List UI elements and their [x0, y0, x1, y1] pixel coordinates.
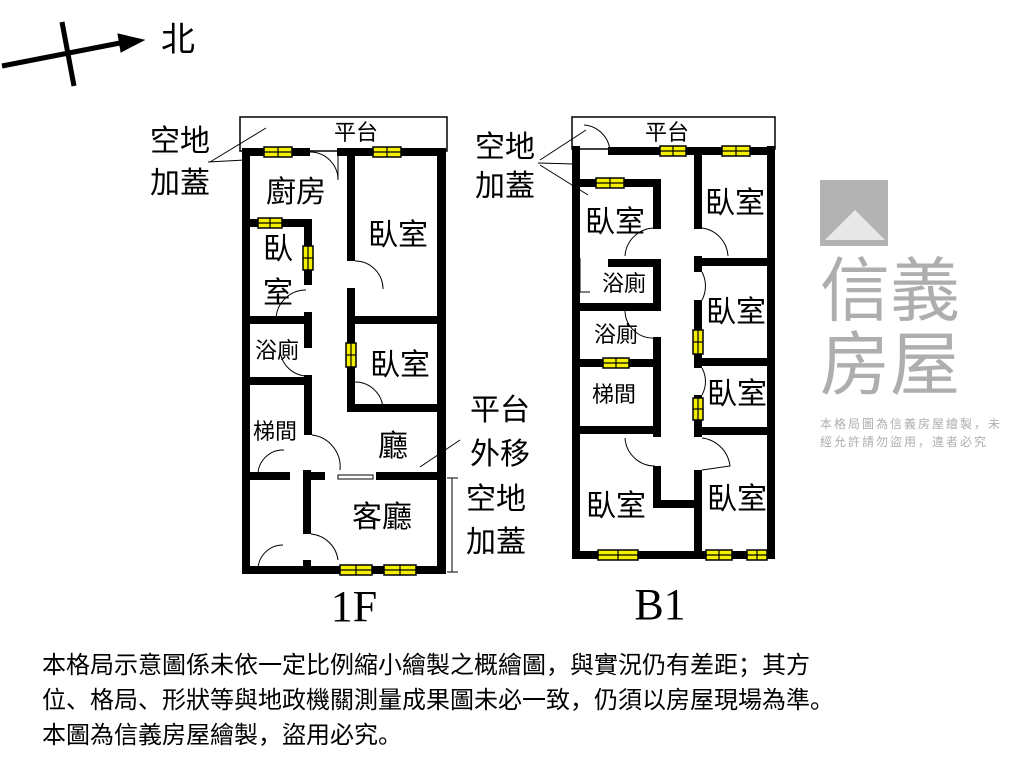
- room-label: 平台: [333, 121, 379, 146]
- window-icon: [746, 549, 768, 561]
- window-icon: [383, 564, 417, 576]
- room-label: 室: [263, 276, 293, 311]
- room-label: 客廳: [352, 500, 412, 535]
- room-label: 梯間: [252, 420, 298, 445]
- watermark-brand: 信義房屋: [820, 250, 960, 406]
- room-label: 空地: [475, 130, 535, 165]
- north-label: 北: [161, 20, 195, 60]
- room-label: 臥室: [370, 348, 430, 383]
- window-icon: [721, 145, 751, 157]
- room-label: 廚房: [266, 175, 326, 210]
- window-icon: [595, 177, 625, 189]
- window-icon: [597, 549, 639, 561]
- disclaimer-line-1: 本格局示意圖係未依一定比例縮小繪製之概繪圖，與實況仍有差距；其方: [42, 651, 810, 679]
- room-label: 浴廁: [601, 272, 647, 297]
- room-label: 外移: [470, 437, 530, 472]
- window-icon: [257, 217, 283, 229]
- window-icon: [705, 549, 733, 561]
- window-icon: [345, 342, 357, 368]
- room-label: 臥室: [705, 186, 765, 221]
- room-label: 臥: [263, 232, 293, 267]
- disclaimer-line-2: 位、格局、形狀等與地政機關測量成果圖未必一致，仍須以房屋現場為準。: [42, 686, 834, 714]
- watermark-notice: 本格局圖為信義房屋繪製，未經允許請勿盜用，違者必究: [820, 417, 1003, 449]
- north-arrow-icon: [1, 21, 146, 87]
- window-icon: [602, 357, 630, 369]
- room-label: 梯間: [591, 383, 637, 408]
- room-label: 加蓋: [466, 525, 526, 560]
- floor-title-1f: 1F: [330, 582, 378, 631]
- room-label: 浴廁: [254, 339, 300, 364]
- window-icon: [263, 146, 293, 158]
- disclaimer-line-3: 本圖為信義房屋繪製，盜用必究。: [42, 721, 402, 749]
- window-icon: [659, 145, 687, 157]
- room-label: 臥室: [585, 205, 645, 240]
- room-label: 臥室: [368, 218, 428, 253]
- room-label: 臥室: [706, 295, 766, 330]
- room-label: 臥室: [707, 482, 767, 517]
- room-label: 臥室: [707, 377, 767, 412]
- window-icon: [692, 329, 704, 355]
- room-label: 平台: [470, 393, 530, 428]
- room-label: 浴廁: [593, 323, 639, 348]
- room-label: 臥室: [586, 489, 646, 524]
- window-icon: [692, 397, 704, 421]
- window-icon: [302, 245, 314, 271]
- watermark-logo-icon: [820, 180, 888, 246]
- floor-title-b1: B1: [634, 580, 686, 629]
- room-label: 空地: [150, 124, 210, 159]
- room-label: 空地: [466, 482, 526, 517]
- window-group: [257, 145, 768, 576]
- room-label: 加蓋: [150, 166, 210, 201]
- window-icon: [372, 146, 402, 158]
- room-label: 廳: [378, 429, 408, 464]
- window-icon: [339, 564, 373, 576]
- floor-1f-walls: [207, 116, 461, 574]
- room-label: 加蓋: [475, 169, 535, 204]
- room-label: 平台: [644, 121, 690, 146]
